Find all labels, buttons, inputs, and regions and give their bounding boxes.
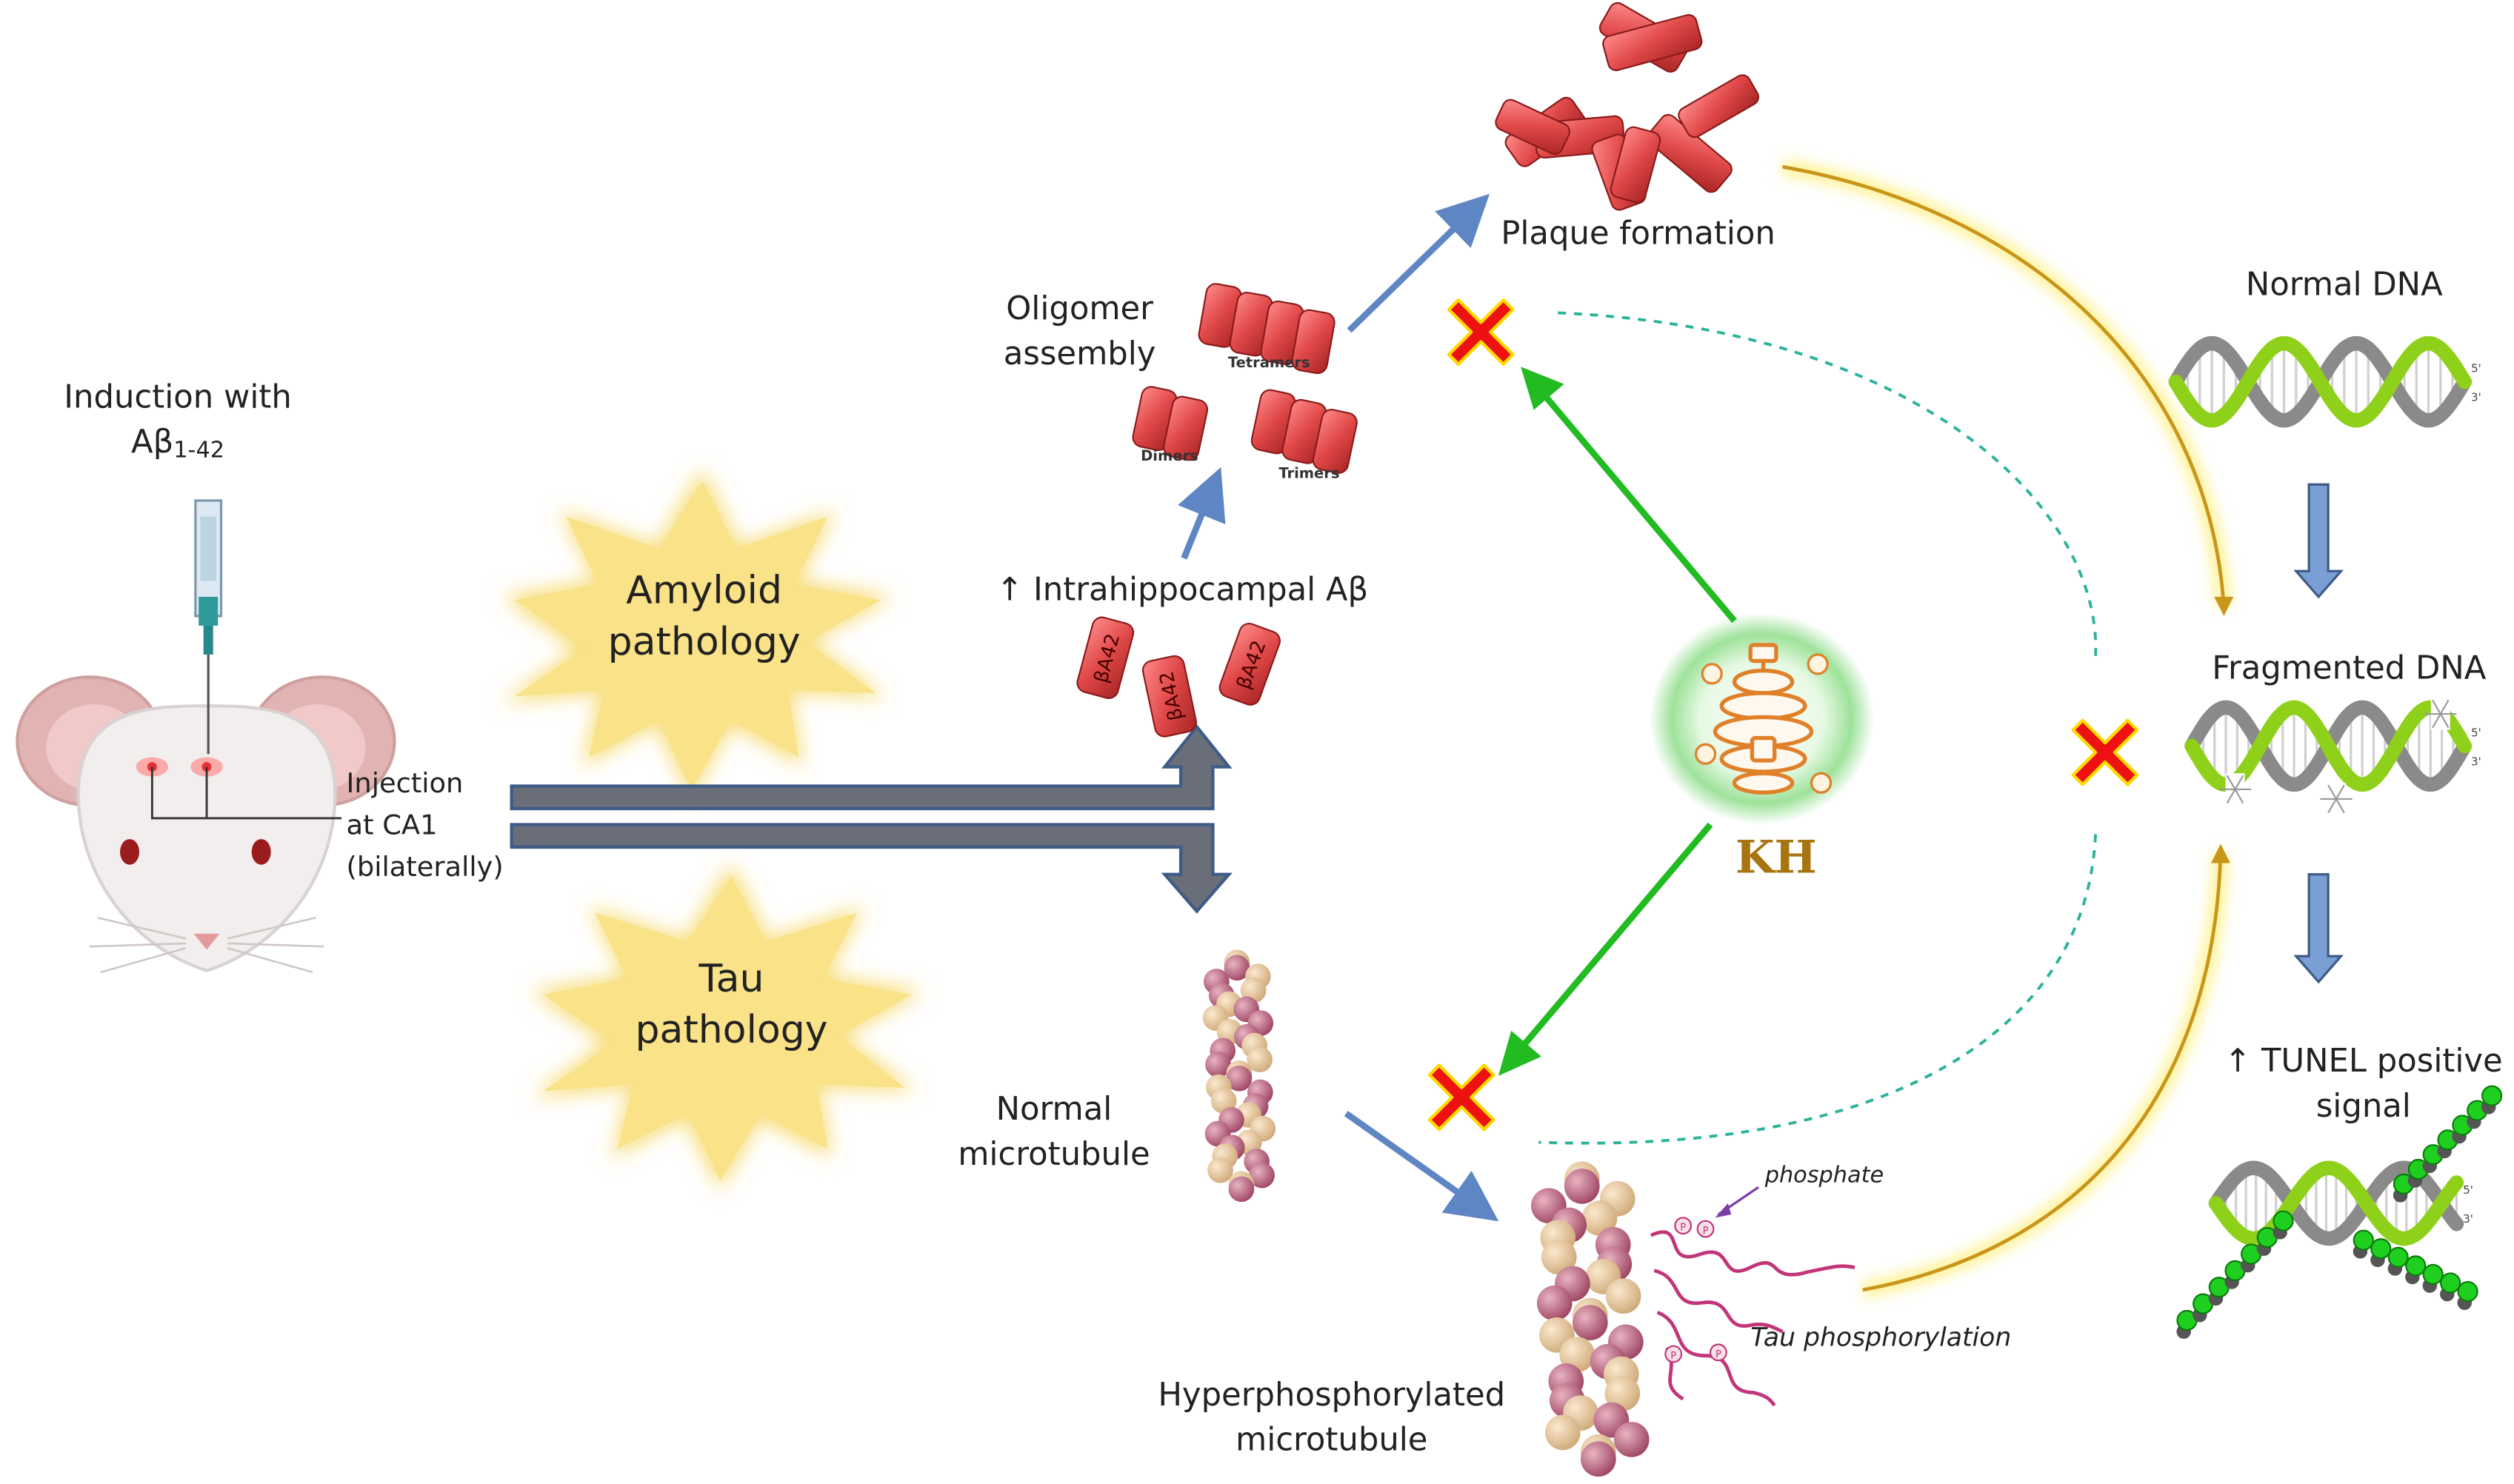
svg-text:Injection: Injection	[347, 767, 464, 799]
intrahippocampal-label: ↑ Intrahippocampal Aβ	[996, 571, 1368, 608]
tau-phosphorylation-label: Tau phosphorylation	[1750, 1323, 2011, 1353]
svg-text:Tetramers: Tetramers	[1228, 354, 1310, 371]
svg-text:pathology: pathology	[635, 1008, 827, 1052]
hyperphosphorylated-microtubule	[1530, 1161, 1650, 1477]
split-arrow	[510, 723, 1233, 914]
normal-dna-label: Normal DNA	[2246, 267, 2443, 304]
oligomer-label: Oligomer assembly	[1004, 290, 1156, 372]
svg-text:5': 5'	[2471, 726, 2481, 739]
induction-label: Induction with Aβ1-42	[64, 378, 292, 463]
oligomer-assembly: Dimers Trimers Tetramers	[1132, 283, 1358, 482]
gold-arcs	[1781, 158, 2234, 1298]
svg-text:Oligomer: Oligomer	[1006, 290, 1153, 327]
svg-text:P: P	[1716, 1349, 1721, 1360]
arrow-oligomer-to-plaque	[1347, 193, 1490, 333]
honey-jar-icon	[1713, 643, 1814, 795]
arrow-microtubule-to-hyper	[1344, 1111, 1499, 1222]
block-x-icons	[1427, 298, 2139, 1132]
abeta-monomers: βA42 βA42 βA42	[1076, 616, 1281, 738]
svg-text:Amyloid: Amyloid	[626, 569, 782, 613]
svg-text:microtubule: microtubule	[958, 1136, 1150, 1173]
tau-pathology-burst: Tau pathology	[530, 863, 924, 1191]
svg-text:P: P	[1703, 1226, 1709, 1237]
plaque-label: Plaque formation	[1501, 215, 1776, 252]
svg-text:Aβ1-42: Aβ1-42	[131, 424, 224, 463]
svg-text:↑ TUNEL positive: ↑ TUNEL positive	[2224, 1043, 2503, 1080]
svg-text:Dimers: Dimers	[1141, 447, 1198, 464]
kh-inhibit-arrows	[1498, 367, 1737, 1076]
kh-label: KH	[1736, 832, 1817, 884]
amyloid-pathology-burst: Amyloid pathology	[501, 468, 894, 799]
fragmented-dna-label: Fragmented DNA	[2212, 649, 2487, 686]
injection-label: Injection at CA1 (bilaterally)	[347, 767, 504, 883]
tunel-dna-helix: 5' 3'	[2176, 1085, 2503, 1339]
svg-text:5': 5'	[2471, 362, 2481, 375]
svg-text:Normal: Normal	[996, 1091, 1113, 1128]
svg-text:(bilaterally): (bilaterally)	[347, 851, 504, 883]
svg-text:P: P	[1680, 1223, 1686, 1234]
svg-text:at CA1: at CA1	[347, 809, 438, 841]
svg-text:Hyperphosphorylated: Hyperphosphorylated	[1158, 1377, 1505, 1414]
phospho-markers: P P P P	[1664, 1217, 1727, 1363]
svg-text:3': 3'	[2471, 391, 2481, 404]
mouse-illustration	[16, 675, 396, 974]
hyperphosphorylated-label: Hyperphosphorylated microtubule	[1158, 1377, 1505, 1459]
svg-text:Induction with: Induction with	[64, 378, 292, 415]
svg-text:microtubule: microtubule	[1236, 1422, 1427, 1459]
phosphate-label: phosphate	[1764, 1163, 1884, 1189]
svg-text:3': 3'	[2471, 755, 2481, 768]
normal-dna-helix: 5' 3'	[2168, 335, 2481, 428]
tau-tails	[1650, 1230, 1856, 1407]
tunel-label: ↑ TUNEL positive signal	[2224, 1043, 2503, 1125]
svg-text:Tau: Tau	[698, 957, 764, 1001]
svg-text:↑ Intrahippocampal Aβ: ↑ Intrahippocampal Aβ	[996, 571, 1368, 608]
arrow-abeta-to-oligomer	[1178, 467, 1226, 560]
syringe-icon	[194, 499, 223, 755]
down-arrow-2	[2293, 873, 2344, 984]
svg-text:5': 5'	[2463, 1183, 2473, 1197]
svg-text:P: P	[1670, 1351, 1676, 1362]
bee-icons	[1694, 653, 1833, 794]
svg-text:3': 3'	[2463, 1212, 2473, 1226]
svg-text:assembly: assembly	[1004, 335, 1156, 372]
svg-text:pathology: pathology	[608, 620, 801, 664]
plaque-illustration	[1495, 1, 1760, 211]
fragmented-dna-helix: 5' 3'	[2184, 698, 2481, 815]
dashed-inhibition-arc	[1538, 311, 2098, 1145]
svg-text:Trimers: Trimers	[1278, 465, 1339, 482]
svg-text:signal: signal	[2316, 1088, 2411, 1125]
normal-microtubule-label: Normal microtubule	[958, 1091, 1150, 1173]
down-arrow-1	[2293, 483, 2344, 599]
normal-microtubule	[1202, 949, 1276, 1203]
